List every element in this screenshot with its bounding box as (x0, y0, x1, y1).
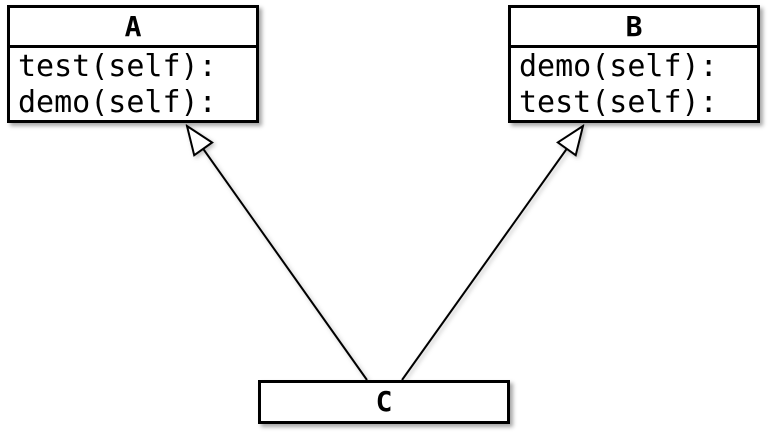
class-b-methods: demo(self): test(self): (511, 48, 757, 121)
class-a-method-1: test(self): (18, 49, 217, 84)
class-a-name: A (10, 8, 256, 48)
class-c-name: C (375, 385, 393, 418)
class-b-name: B (511, 8, 757, 48)
class-b-method-2: test(self): (519, 85, 718, 120)
inheritance-arrow-c-to-b (401, 126, 583, 381)
class-a-methods: test(self): demo(self): (10, 48, 256, 121)
class-a-method-2: demo(self): (18, 85, 217, 120)
class-box-c: C (258, 380, 510, 424)
class-box-b: B demo(self): test(self): (508, 5, 760, 123)
inheritance-arrow-c-to-a (187, 126, 368, 381)
class-box-a: A test(self): demo(self): (7, 5, 259, 123)
class-b-method-1: demo(self): (519, 49, 718, 84)
